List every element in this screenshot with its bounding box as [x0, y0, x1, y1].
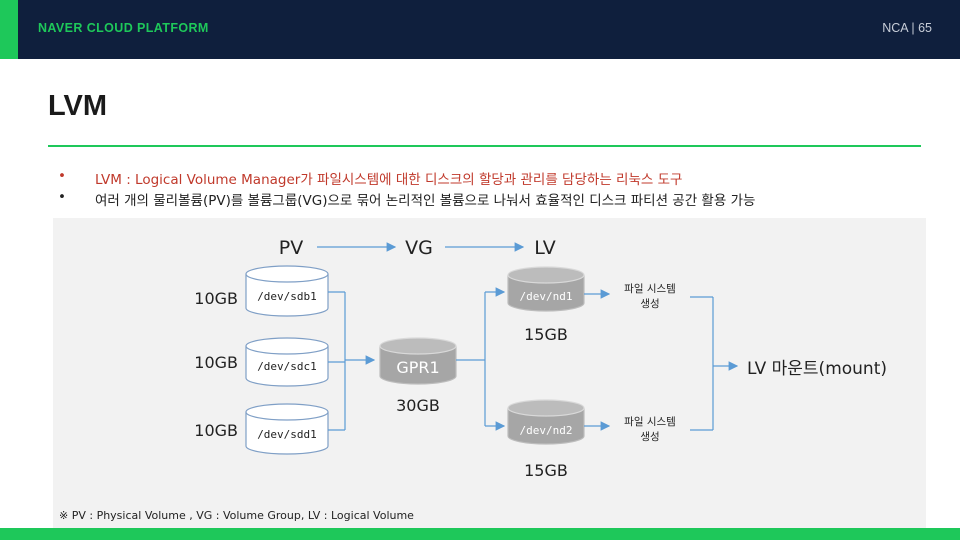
flow-lv-label: LV — [534, 237, 556, 259]
flow-pv-label: PV — [279, 237, 303, 259]
lv-cylinder: /dev/nd2 — [507, 399, 585, 445]
vg-size-label: 30GB — [396, 396, 440, 415]
pv-cylinder: /dev/sdd1 — [245, 403, 329, 455]
bullet-text: 여러 개의 물리볼륨(PV)를 볼륨그룹(VG)으로 묶어 논리적인 볼륨으로 … — [95, 193, 756, 209]
lv-cylinder: /dev/nd1 — [507, 266, 585, 312]
pv-size-label: 10GB — [194, 353, 238, 372]
lv-device-label: /dev/nd1 — [520, 290, 573, 303]
fs-create-label: 파일 시스템 — [624, 415, 676, 428]
header-accent — [0, 0, 18, 59]
bullet-item: • LVM : Logical Volume Manager가 파일시스템에 대… — [58, 168, 938, 189]
bullet-list: • LVM : Logical Volume Manager가 파일시스템에 대… — [58, 168, 938, 210]
fs-to-mount-connector — [690, 296, 739, 431]
pv-device-label: /dev/sdb1 — [257, 290, 317, 303]
diagram-footnote: ※ PV : Physical Volume , VG : Volume Gro… — [59, 509, 414, 522]
flow-vg-label: VG — [405, 237, 433, 259]
bullet-text: LVM : Logical Volume Manager가 파일시스템에 대한 … — [95, 172, 683, 188]
page-number: NCA | 65 — [882, 21, 932, 35]
vg-name-label: GPR1 — [396, 358, 439, 377]
lvm-diagram-svg: PV VG LV /dev/sdb1 10GB /dev/sdc1 10GB /… — [194, 237, 887, 480]
pv-size-label: 10GB — [194, 421, 238, 440]
lv-size-label: 15GB — [524, 325, 568, 344]
pv-to-vg-connector — [328, 291, 376, 431]
vg-cylinder: GPR1 — [379, 337, 457, 385]
bullet-item: • 여러 개의 물리볼륨(PV)를 볼륨그룹(VG)으로 묶어 논리적인 볼륨으… — [58, 189, 938, 210]
pv-cylinder: /dev/sdb1 — [245, 265, 329, 317]
vg-to-lv-connector — [456, 287, 506, 431]
pv-cylinder: /dev/sdc1 — [245, 337, 329, 387]
brand-label: NAVER CLOUD PLATFORM — [38, 21, 209, 35]
bullet-marker: • — [58, 189, 66, 205]
lvm-diagram: PV VG LV /dev/sdb1 10GB /dev/sdc1 10GB /… — [53, 218, 926, 528]
pv-size-label: 10GB — [194, 289, 238, 308]
top-header-bar: NAVER CLOUD PLATFORM NCA | 65 — [0, 0, 960, 59]
fs-create-label: 생성 — [640, 431, 659, 443]
pv-device-label: /dev/sdc1 — [257, 360, 317, 373]
bottom-accent-bar — [0, 528, 960, 540]
lv-device-label: /dev/nd2 — [520, 424, 573, 437]
slide-title: LVM — [48, 90, 108, 122]
fs-create-label: 파일 시스템 — [624, 282, 676, 295]
bullet-marker: • — [58, 168, 66, 184]
lv-mount-label: LV 마운트(mount) — [747, 359, 887, 379]
pv-device-label: /dev/sdd1 — [257, 428, 317, 441]
lv-size-label: 15GB — [524, 461, 568, 480]
fs-create-label: 생성 — [640, 298, 659, 310]
title-divider — [48, 145, 921, 147]
